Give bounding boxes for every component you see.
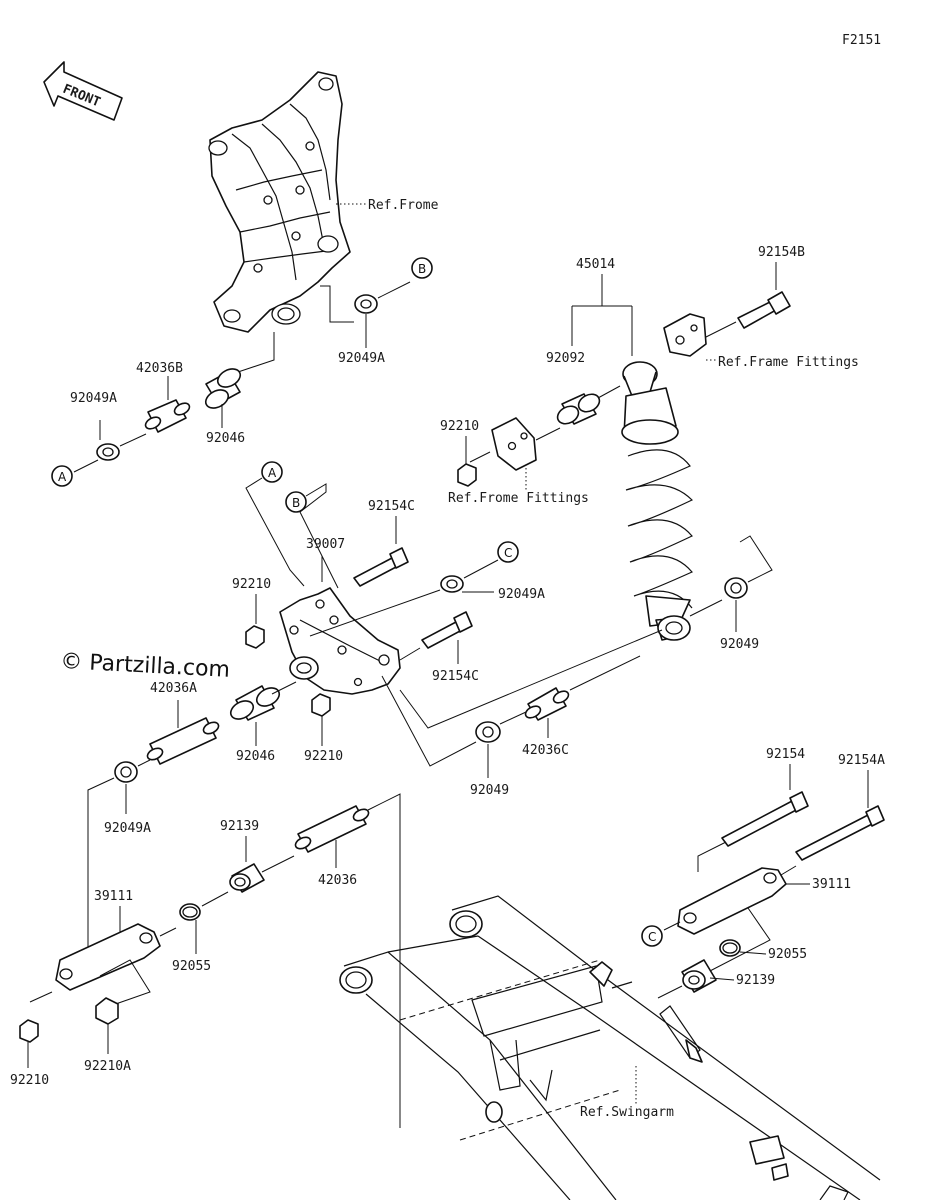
bushing-92139-mid bbox=[229, 863, 265, 893]
callout-C-right-text: C bbox=[648, 930, 656, 944]
washer-92049A-low bbox=[114, 761, 138, 783]
callout-B-mid-text: B bbox=[292, 496, 300, 510]
label-92154A: 92154A bbox=[838, 753, 885, 768]
label-92210-mid: 92210 bbox=[232, 577, 271, 592]
washer-92049-right bbox=[724, 577, 748, 599]
ref-frame-fittings-1: Ref.Frame Fittings bbox=[718, 355, 859, 370]
label-45014: 45014 bbox=[576, 257, 615, 272]
callout-A-left-text: A bbox=[58, 470, 67, 484]
label-92049A-low: 92049A bbox=[104, 821, 151, 836]
nut-92210A bbox=[95, 997, 119, 1025]
partzilla-watermark: © Partzilla.com bbox=[60, 649, 231, 683]
nut-92210-bl bbox=[19, 1019, 39, 1043]
label-92154C-top: 92154C bbox=[368, 499, 415, 514]
label-42036A: 42036A bbox=[150, 681, 197, 696]
label-42036: 42036 bbox=[318, 873, 357, 888]
label-92210A: 92210A bbox=[84, 1059, 131, 1074]
callout-C-mid-text: C bbox=[504, 546, 512, 560]
callout-B-mid bbox=[285, 491, 307, 513]
label-92139-right: 92139 bbox=[736, 973, 775, 988]
label-92154B: 92154B bbox=[758, 245, 805, 260]
label-92049A-mid: 92049A bbox=[498, 587, 545, 602]
bolt-92154C-top bbox=[353, 547, 409, 587]
shock-absorber bbox=[621, 361, 694, 641]
label-42036B: 42036B bbox=[136, 361, 183, 376]
front-arrow-icon: FRONT bbox=[43, 61, 123, 121]
label-92049A-top: 92049A bbox=[338, 351, 385, 366]
bearing-92046-top bbox=[204, 368, 242, 409]
callout-A-left bbox=[51, 465, 73, 487]
frame-fitting-upper bbox=[663, 313, 707, 357]
collar-92092 bbox=[556, 393, 601, 425]
label-39111-right: 39111 bbox=[812, 877, 851, 892]
callout-B bbox=[411, 257, 433, 279]
bolt-92154B bbox=[737, 291, 791, 329]
label-92154C-mid: 92154C bbox=[432, 669, 479, 684]
callout-A-mid bbox=[261, 461, 283, 483]
o-ring-92055-left bbox=[179, 903, 201, 921]
label-92055-left: 92055 bbox=[172, 959, 211, 974]
label-39007: 39007 bbox=[306, 537, 345, 552]
collar-42036A bbox=[146, 717, 220, 765]
ref-swingarm-label: Ref.Swingarm bbox=[580, 1105, 674, 1120]
callout-B-text: B bbox=[418, 262, 426, 276]
bolt-92154A bbox=[795, 805, 885, 861]
label-92210-low: 92210 bbox=[304, 749, 343, 764]
swingarm bbox=[339, 895, 881, 1200]
label-92210-top: 92210 bbox=[440, 419, 479, 434]
label-92049-low: 92049 bbox=[470, 783, 509, 798]
o-ring-92055-right bbox=[719, 939, 741, 957]
washer-92049-low bbox=[475, 721, 501, 743]
frame-fitting-mid bbox=[491, 417, 537, 471]
bolt-92154 bbox=[721, 791, 809, 847]
figure-code: F2151 bbox=[842, 33, 881, 48]
collar-42036B bbox=[144, 399, 191, 433]
label-92046-top: 92046 bbox=[206, 431, 245, 446]
washer-92049A-top bbox=[354, 294, 378, 314]
label-92154: 92154 bbox=[766, 747, 805, 762]
label-39111-left: 39111 bbox=[94, 889, 133, 904]
washer-92049A-mid bbox=[440, 575, 464, 593]
label-92049A-left: 92049A bbox=[70, 391, 117, 406]
washer-92049A-left bbox=[96, 443, 120, 461]
collar-42036C bbox=[524, 687, 570, 721]
tie-rod-39111-right bbox=[677, 867, 787, 935]
ref-frame-label: Ref.Frome bbox=[368, 198, 439, 213]
bolt-92154C-mid bbox=[421, 611, 473, 649]
ref-frame-fittings-2: Ref.Frome Fittings bbox=[448, 491, 589, 506]
nut-92210-mid bbox=[245, 625, 265, 649]
bearing-92046-mid bbox=[229, 685, 281, 721]
callout-C-right bbox=[641, 925, 663, 947]
frame-bracket bbox=[208, 71, 351, 333]
label-92210-bl: 92210 bbox=[10, 1073, 49, 1088]
collar-42036 bbox=[294, 805, 370, 853]
label-92055-right: 92055 bbox=[768, 947, 807, 962]
bushing-92139-right bbox=[681, 959, 717, 993]
label-92092: 92092 bbox=[546, 351, 585, 366]
nut-92210-low bbox=[311, 693, 331, 717]
label-42036C: 42036C bbox=[522, 743, 569, 758]
tie-rod-39111-left bbox=[55, 923, 161, 991]
callout-C-mid bbox=[497, 541, 519, 563]
label-92049-right: 92049 bbox=[720, 637, 759, 652]
bushing-mid bbox=[289, 656, 319, 680]
callout-A-mid-text: A bbox=[268, 466, 277, 480]
nut-92210-top bbox=[457, 463, 477, 487]
label-92046-mid: 92046 bbox=[236, 749, 275, 764]
label-92139-mid: 92139 bbox=[220, 819, 259, 834]
